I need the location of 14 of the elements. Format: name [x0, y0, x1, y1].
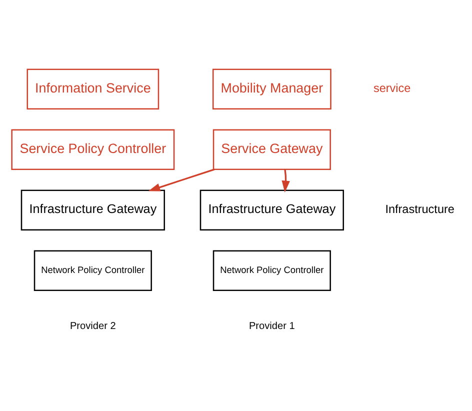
node-box: Infrastructure Gateway [200, 190, 344, 230]
node-box: Service Policy Controller [11, 129, 175, 170]
label: service [373, 82, 411, 96]
arrow [282, 169, 290, 193]
node-box: Network Policy Controller [212, 250, 331, 291]
node-box: Infrastructure Gateway [20, 190, 165, 230]
node-box: Service Gateway [212, 129, 331, 170]
label: Provider 1 [248, 321, 295, 332]
arrow [148, 168, 215, 192]
node-box: Information Service [26, 68, 160, 110]
node-box: Network Policy Controller [34, 250, 152, 291]
label: Provider 2 [70, 321, 116, 332]
node-box: Mobility Manager [212, 68, 332, 110]
label: Infrastructure [385, 203, 454, 216]
